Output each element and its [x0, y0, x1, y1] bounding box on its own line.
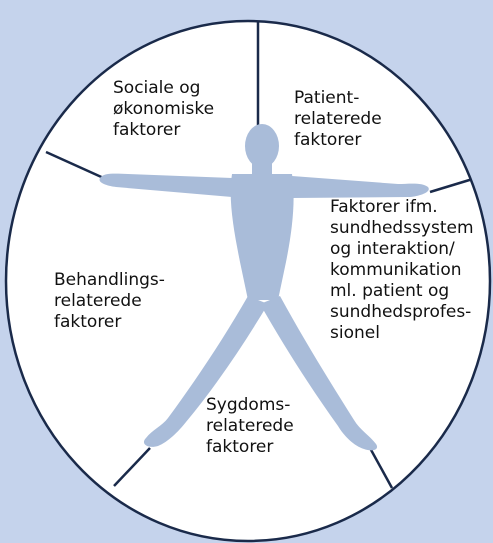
- label-line: relaterede: [206, 416, 294, 437]
- label-line: sundhedsprofes-: [330, 302, 474, 323]
- label-health-system-factors: Faktorer ifm. sundhedssystem og interakt…: [330, 197, 474, 344]
- label-line: relaterede: [54, 291, 165, 312]
- label-line: sionel: [330, 323, 474, 344]
- label-line: Faktorer ifm.: [330, 197, 474, 218]
- label-line: økonomiske: [113, 99, 214, 120]
- label-line: Behandlings-: [54, 270, 165, 291]
- label-social-economic-factors: Sociale og økonomiske faktorer: [113, 78, 214, 141]
- label-patient-factors: Patient- relaterede faktorer: [294, 88, 382, 151]
- label-treatment-factors: Behandlings- relaterede faktorer: [54, 270, 165, 333]
- label-line: faktorer: [206, 437, 294, 458]
- label-disease-factors: Sygdoms- relaterede faktorer: [206, 395, 294, 458]
- label-line: kommunikation: [330, 260, 474, 281]
- label-line: faktorer: [113, 120, 214, 141]
- label-line: Sygdoms-: [206, 395, 294, 416]
- label-line: Patient-: [294, 88, 382, 109]
- label-line: faktorer: [54, 312, 165, 333]
- label-line: relaterede: [294, 109, 382, 130]
- label-line: sundhedssystem: [330, 218, 474, 239]
- label-line: Sociale og: [113, 78, 214, 99]
- label-line: faktorer: [294, 130, 382, 151]
- label-line: og interaktion/: [330, 239, 474, 260]
- label-line: ml. patient og: [330, 281, 474, 302]
